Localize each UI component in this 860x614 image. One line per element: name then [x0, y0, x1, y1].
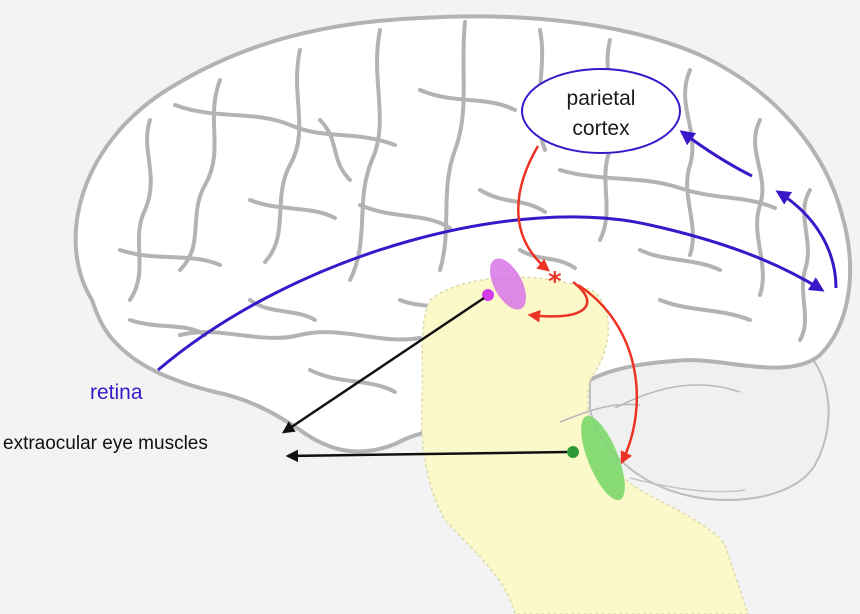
parietal-cortex-label: parietal cortex	[528, 84, 674, 144]
cerebellar-fissure-2	[629, 477, 746, 493]
green-nucleus	[581, 415, 625, 501]
green-dot	[567, 446, 579, 458]
magenta-nucleus	[489, 258, 527, 310]
cerebellar-fissure-3	[559, 403, 641, 423]
parietal-input-path	[679, 130, 753, 178]
loop-return-path	[527, 280, 589, 323]
parietal-label-line1: parietal	[566, 87, 636, 110]
magenta-dot	[482, 289, 494, 301]
retina-to-occipital-path	[157, 215, 825, 372]
brainstem-motor-arrow	[285, 449, 568, 463]
occipital-ascending-path	[775, 190, 838, 289]
colliculus-motor-arrow	[281, 296, 485, 434]
cerebellar-fissure	[614, 384, 741, 409]
descending-to-brainstem-path	[577, 283, 639, 465]
extraocular-muscles-label: extraocular eye muscles	[3, 433, 208, 454]
parietal-to-colliculus-path	[517, 145, 550, 272]
asterisk-icon: *	[548, 267, 562, 297]
parietal-label-line2: cortex	[572, 117, 630, 140]
retina-label: retina	[90, 381, 143, 404]
parietal-cortex-outline	[521, 68, 681, 154]
